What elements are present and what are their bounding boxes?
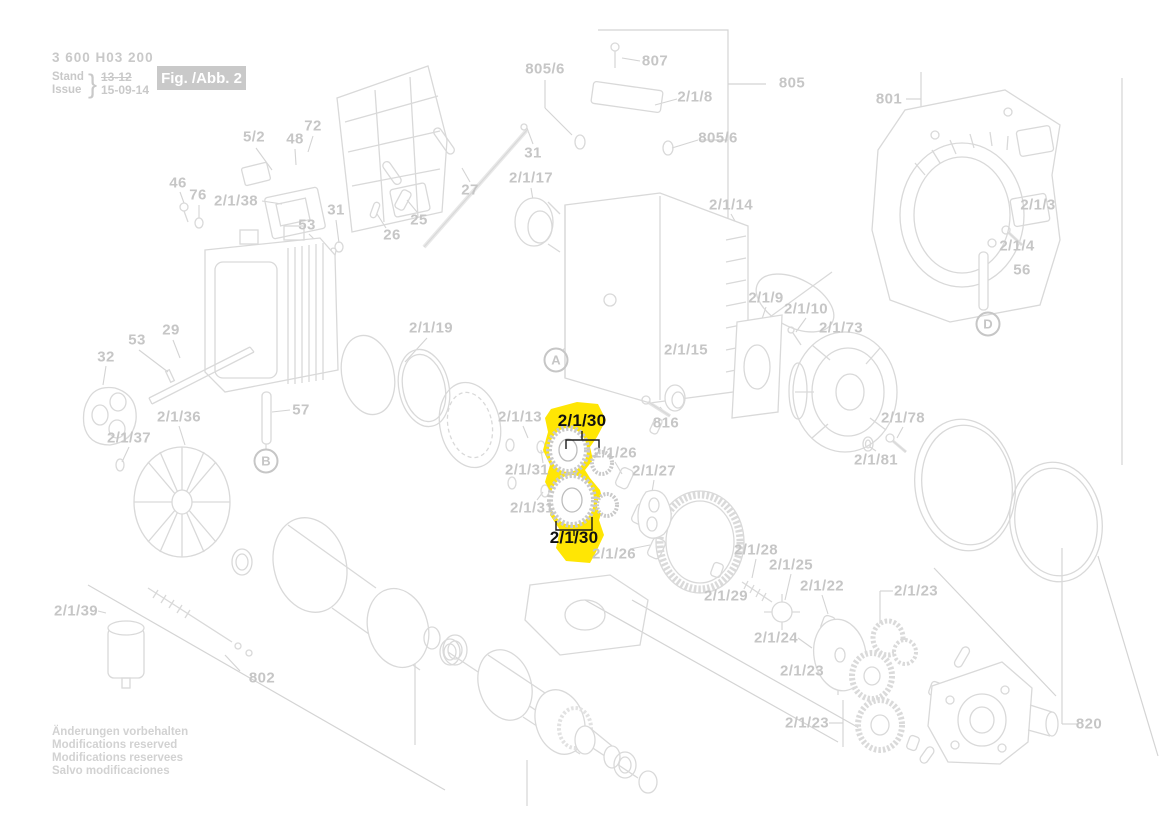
notice-line-de: Änderungen vorbehalten: [52, 726, 189, 738]
part-label-820: 820: [1075, 715, 1103, 733]
part-label-802: 802: [248, 669, 276, 687]
part-label-31: 31: [524, 144, 542, 162]
part-label-2/1/8: 2/1/8: [677, 88, 713, 106]
part-label-2/1/10: 2/1/10: [783, 300, 829, 318]
figure-badge: Fig. /Abb. 2: [157, 66, 246, 90]
part-label-2/1/25: 2/1/25: [768, 556, 814, 574]
part-label-2/1/26: 2/1/26: [591, 545, 637, 563]
part-label-801: 801: [875, 90, 903, 108]
part-label-26: 26: [383, 226, 401, 244]
part-label-2/1/3: 2/1/3: [1020, 196, 1056, 214]
part-label-32: 32: [97, 348, 115, 366]
part-label-29: 29: [162, 321, 180, 339]
part-label-2/1/23: 2/1/23: [784, 714, 830, 732]
part-label-2/1/73: 2/1/73: [818, 319, 864, 337]
title-block: 3 600 H03 200 Stand Issue } 13-12 15-09-…: [52, 50, 154, 99]
part-label-2/1/23: 2/1/23: [893, 582, 939, 600]
part-label-76: 76: [189, 186, 207, 204]
part-label-2/1/27: 2/1/27: [631, 462, 677, 480]
part-label-2/1/30: 2/1/30: [549, 528, 599, 547]
part-label-2/1/9: 2/1/9: [748, 289, 784, 307]
stand-label: Stand: [52, 71, 84, 83]
part-label-2/1/14: 2/1/14: [708, 196, 754, 214]
issue-date: 15-09-14: [100, 83, 150, 97]
part-label-48: 48: [286, 130, 304, 148]
part-label-25: 25: [410, 211, 428, 229]
part-label-2/1/13: 2/1/13: [497, 408, 543, 426]
part-label-805/6: 805/6: [698, 129, 738, 147]
part-label-72: 72: [304, 117, 322, 135]
part-label-2/1/38: 2/1/38: [213, 192, 259, 210]
part-label-2/1/29: 2/1/29: [703, 587, 749, 605]
part-label-57: 57: [292, 401, 310, 419]
part-label-2/1/37: 2/1/37: [106, 429, 152, 447]
part-label-2/1/15: 2/1/15: [663, 341, 709, 359]
part-label-53: 53: [298, 216, 316, 234]
section-marker-A: A: [543, 347, 569, 373]
part-label-805: 805: [778, 74, 806, 92]
legal-notice: Änderungen vorbehalten Modifications res…: [52, 726, 188, 778]
part-label-2/1/24: 2/1/24: [753, 629, 799, 647]
part-label-27: 27: [461, 181, 479, 199]
part-label-56: 56: [1013, 261, 1031, 279]
part-label-2/1/28: 2/1/28: [733, 541, 779, 559]
bracket-lines: [87, 29, 1159, 806]
highlighted-gear-set: [546, 425, 619, 536]
brace-glyph: }: [87, 69, 97, 99]
part-label-2/1/22: 2/1/22: [799, 577, 845, 595]
part-label-2/1/31: 2/1/31: [509, 499, 555, 517]
part-label-805/6: 805/6: [525, 60, 565, 78]
section-marker-B: B: [253, 448, 279, 474]
part-number: 3 600 H03 200: [52, 50, 154, 65]
part-label-2/1/19: 2/1/19: [408, 319, 454, 337]
part-label-5/2: 5/2: [242, 128, 266, 146]
notice-line-fr: Modifications reservees: [52, 752, 184, 764]
part-label-2/1/30: 2/1/30: [557, 411, 607, 430]
part-label-2/1/78: 2/1/78: [880, 409, 926, 427]
part-label-816: 816: [652, 414, 680, 432]
superseded-date: 13-12: [100, 70, 132, 84]
part-label-53: 53: [128, 331, 146, 349]
issue-label: Issue: [52, 84, 82, 96]
notice-line-en: Modifications reserved: [52, 739, 178, 751]
part-label-2/1/26: 2/1/26: [592, 444, 638, 462]
part-label-31: 31: [327, 201, 345, 219]
part-label-807: 807: [641, 52, 669, 70]
part-label-2/1/81: 2/1/81: [853, 451, 899, 469]
part-label-2/1/17: 2/1/17: [508, 169, 554, 187]
notice-line-es: Salvo modificaciones: [52, 765, 170, 777]
part-label-2/1/4: 2/1/4: [999, 237, 1035, 255]
part-label-2/1/23: 2/1/23: [779, 662, 825, 680]
part-label-2/1/36: 2/1/36: [156, 408, 202, 426]
section-marker-D: D: [975, 311, 1001, 337]
part-label-2/1/39: 2/1/39: [53, 602, 99, 620]
part-label-46: 46: [169, 174, 187, 192]
part-label-2/1/31: 2/1/31: [504, 461, 550, 479]
